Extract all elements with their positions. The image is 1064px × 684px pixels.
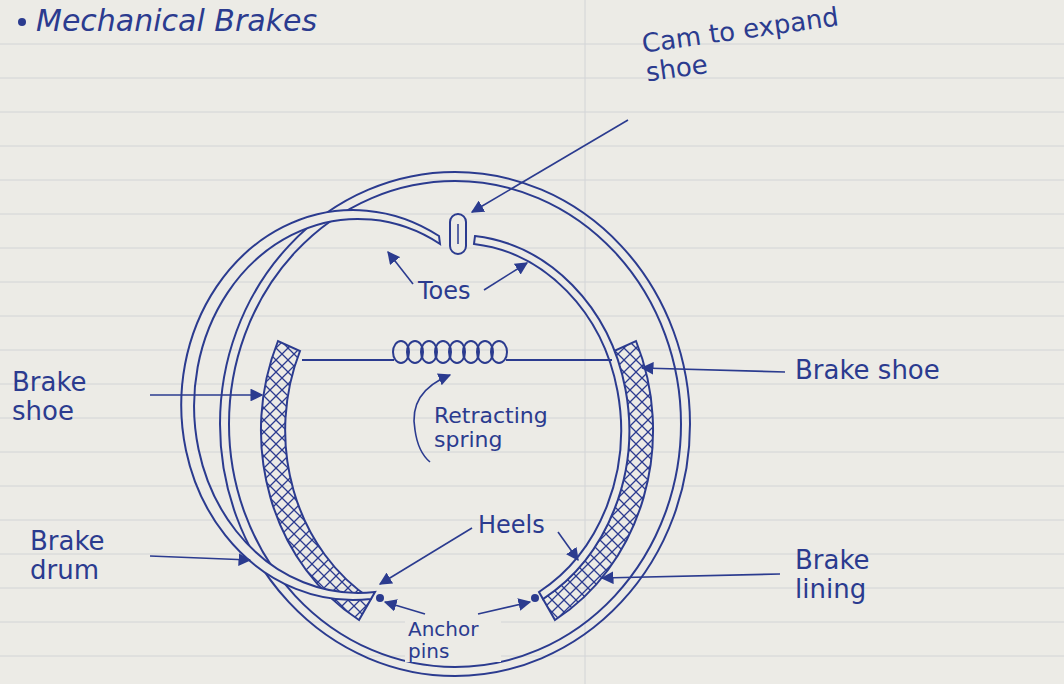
part-label: Anchor pins [405, 618, 501, 662]
part-label: Heels [478, 512, 563, 538]
brake-drum [220, 172, 690, 676]
cam-slot [457, 224, 459, 244]
cam [450, 214, 466, 254]
page-title: Mechanical Brakes [36, 4, 317, 37]
part-label: Brake drum [30, 527, 140, 584]
part-label: Cam to expand shoe [640, 0, 861, 87]
anchor-pin [531, 594, 539, 602]
part-label: Toes [418, 278, 488, 304]
part-label: Brake shoe [795, 356, 970, 385]
leader-lines [150, 120, 785, 614]
anchor-pin [376, 594, 384, 602]
part-label: Retracting spring [434, 404, 564, 452]
retracting-spring [302, 341, 612, 363]
brake-shoe [181, 210, 440, 600]
part-label: Brake lining [795, 546, 905, 603]
part-label: Brake shoe [12, 368, 112, 425]
title-bullet [18, 18, 26, 26]
